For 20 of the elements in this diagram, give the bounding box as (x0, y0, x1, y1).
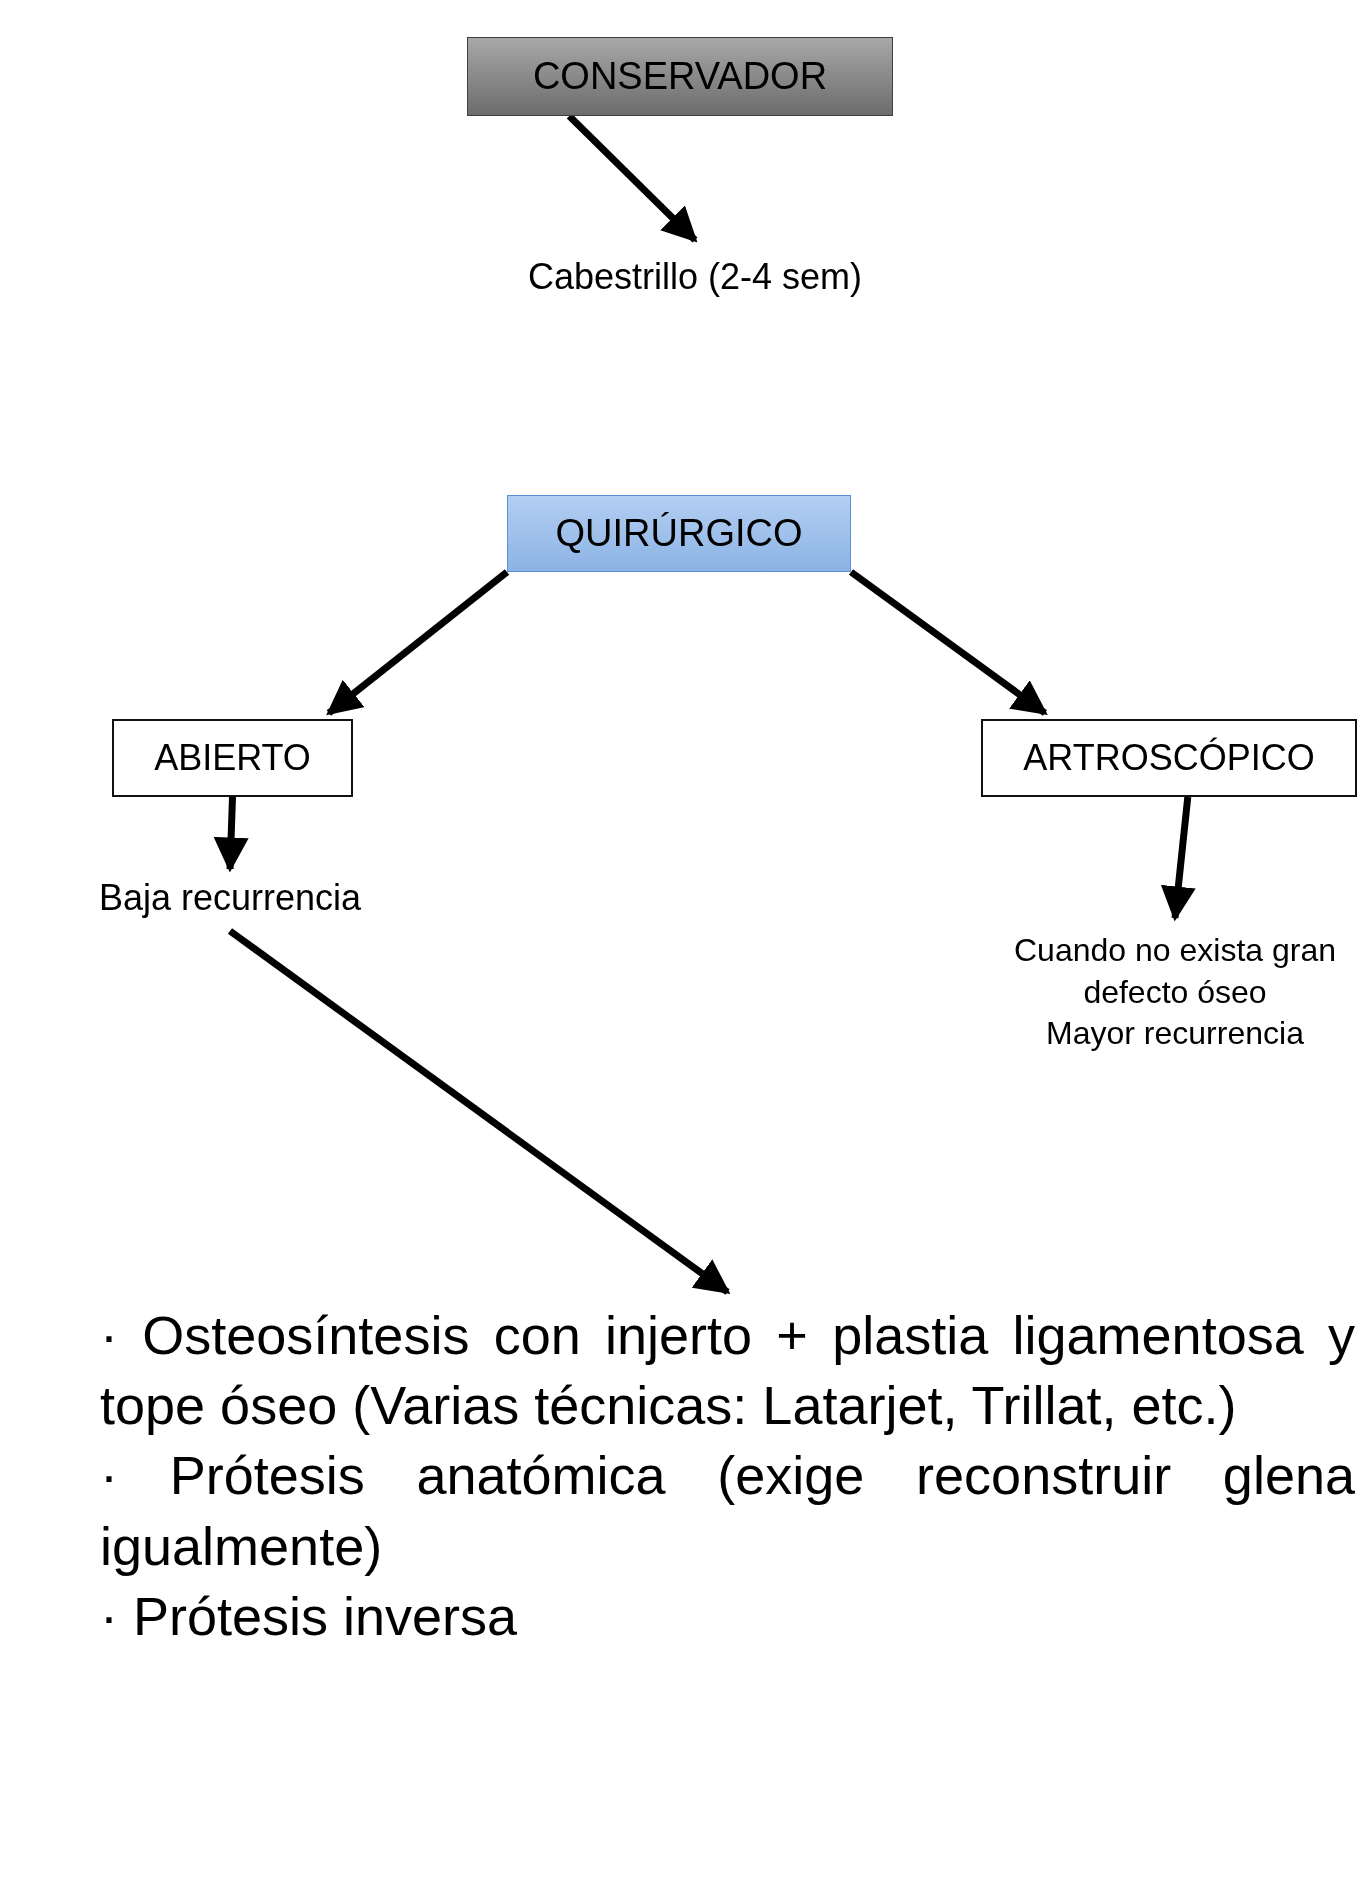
note-text: Cabestrillo (2-4 sem) (527, 255, 863, 299)
box-label: ARTROSCÓPICO (1023, 735, 1315, 780)
arrow (227, 928, 731, 1295)
note-text: Baja recurrencia (98, 876, 362, 920)
box-label: CONSERVADOR (532, 53, 828, 99)
bullet-item: · Prótesis anatómica (exige reconstruir glena igualmente) (100, 1444, 1355, 1578)
box-label: QUIRÚRGICO (555, 510, 803, 556)
bullet-item: · Prótesis inversa (100, 1584, 519, 1648)
process-box (981, 719, 1357, 797)
arrow (326, 569, 510, 716)
process-box (112, 719, 353, 797)
note-text: Cuando no exista gran defecto óseo (1013, 931, 1337, 1012)
box-label: ABIERTO (154, 735, 311, 780)
arrow (1160, 796, 1196, 922)
process-box (507, 495, 851, 572)
arrow (213, 796, 249, 873)
process-box (467, 37, 893, 116)
arrow (848, 569, 1048, 716)
note-text: Mayor recurrencia (1046, 1014, 1304, 1054)
bullet-item: · Osteosíntesis con injerto + plastia ligamentosa y tope óseo (Varias técnicas: Latarjet, Trillat, etc.) (100, 1304, 1355, 1438)
